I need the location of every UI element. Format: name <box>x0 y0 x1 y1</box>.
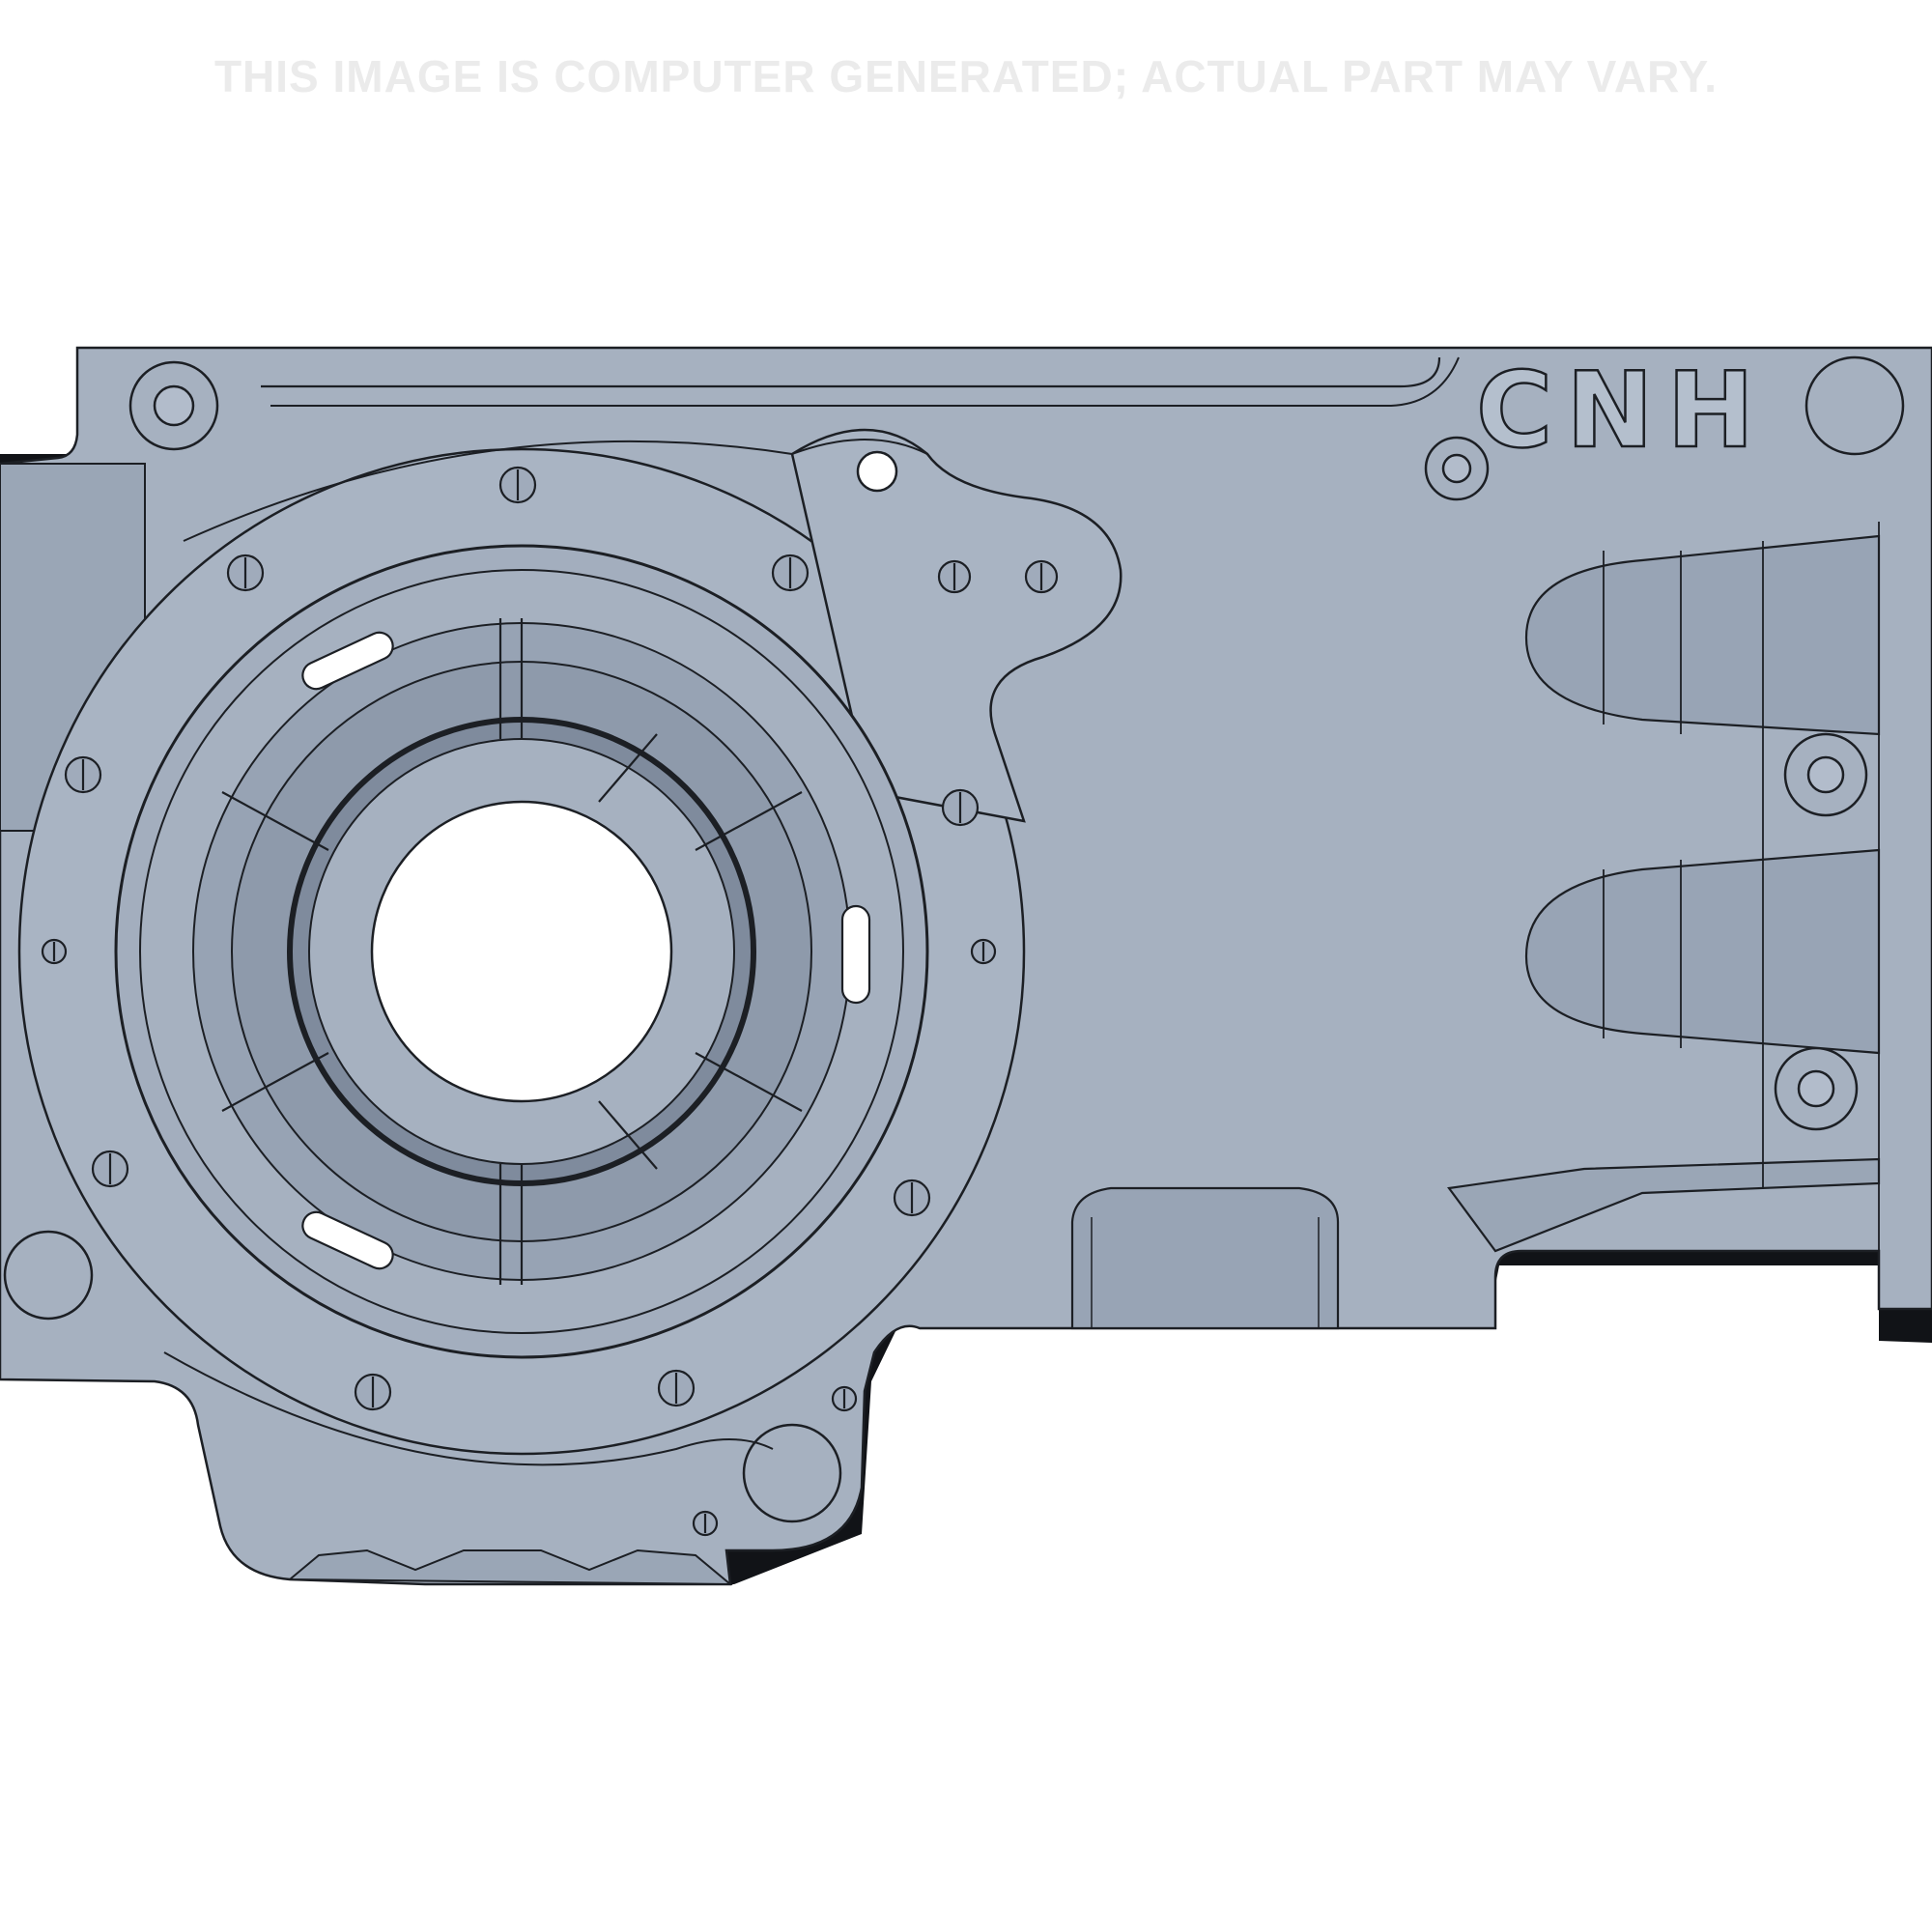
top-channel <box>261 356 1441 388</box>
slot-lower <box>301 1210 394 1270</box>
bottom-bumps <box>287 1548 733 1586</box>
bolt-boss-bottom <box>742 1423 842 1523</box>
rib-pockets <box>1447 534 1881 1253</box>
flange-lobe-upper <box>790 428 1122 823</box>
bottom-pocket <box>1070 1186 1340 1330</box>
slot-upper <box>301 631 394 691</box>
rib-pocket-upper <box>1524 534 1881 736</box>
rib-pocket-lower <box>1524 848 1881 1055</box>
bolt-boss-bottom-left <box>3 1230 94 1321</box>
cnh-logo: CNH <box>1476 351 1768 471</box>
slot-right <box>840 904 871 1005</box>
center-bore-hole <box>370 800 673 1103</box>
radial-ribs <box>221 618 803 1285</box>
bolt-bosses <box>3 355 1905 1523</box>
flange-holes <box>41 466 1059 1537</box>
locating-hole <box>856 450 898 493</box>
flange-contour-lower <box>163 1351 774 1466</box>
flange-contour <box>183 439 928 542</box>
bolt-boss-top-right <box>1804 355 1905 456</box>
disclaimer-text: THIS IMAGE IS COMPUTER GENERATED; ACTUAL… <box>213 51 1719 101</box>
bore-slots <box>301 631 871 1270</box>
rib-pocket-lines <box>1603 522 1880 1251</box>
top-channel-inner <box>270 356 1460 407</box>
